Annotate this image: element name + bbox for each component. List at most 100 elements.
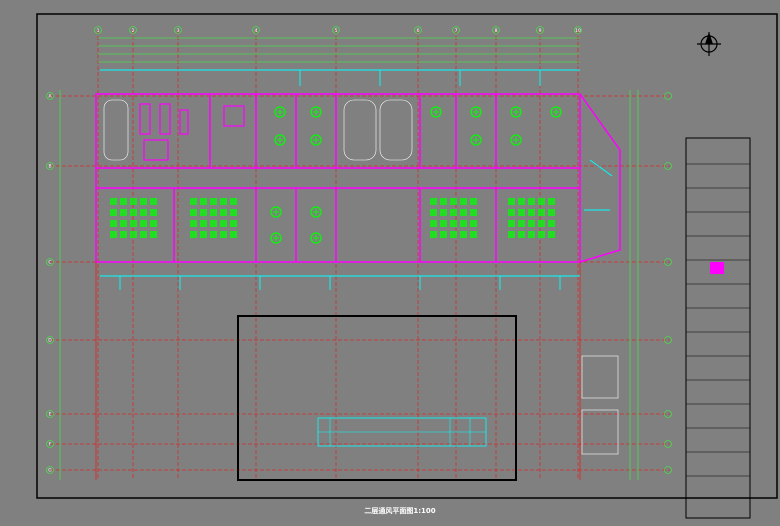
column-axis-bubble <box>414 26 422 34</box>
row-axis-label: A <box>48 94 52 100</box>
row-axis-label: F <box>49 442 52 448</box>
fan-blades <box>473 137 479 143</box>
fan-icon <box>550 106 562 118</box>
desk-cluster <box>538 220 545 227</box>
fan-ring <box>550 106 562 118</box>
column-axis-bubble <box>252 26 260 34</box>
sheet-frame <box>36 13 778 499</box>
desk-cluster <box>508 220 515 227</box>
column-axis-bubble <box>94 26 102 34</box>
courtyard-outline <box>237 315 517 481</box>
desk-cluster <box>120 220 127 227</box>
desk-cluster <box>538 231 545 238</box>
row-axis-bubble <box>664 466 672 474</box>
desk-cluster <box>200 220 207 227</box>
row-axis-label: G <box>48 468 52 474</box>
desk-cluster <box>150 231 157 238</box>
row-axis-bubble <box>46 466 54 474</box>
fan-icon <box>430 106 442 118</box>
row-axis-bubble <box>664 162 672 170</box>
desk-cluster <box>190 198 197 205</box>
column-axis-label: 6 <box>417 28 420 34</box>
desk-cluster <box>508 231 515 238</box>
column-axis-bubble <box>574 26 582 34</box>
desk-cluster <box>120 209 127 216</box>
row-axis-bubble <box>46 336 54 344</box>
desk-cluster <box>230 220 237 227</box>
north-arrow-icon <box>697 32 721 56</box>
desk-cluster <box>538 198 545 205</box>
fan-ring <box>510 134 522 146</box>
desk-cluster <box>430 231 437 238</box>
desk-cluster <box>460 198 467 205</box>
fan-icon <box>470 106 482 118</box>
desk-cluster <box>140 220 147 227</box>
desk-cluster <box>130 220 137 227</box>
column-axis-label: 5 <box>335 28 338 34</box>
desk-cluster <box>140 231 147 238</box>
desk-cluster <box>518 231 525 238</box>
fan-ring <box>274 106 286 118</box>
fan-blades <box>277 137 283 143</box>
row-axis-bubble <box>664 410 672 418</box>
fan-blades <box>273 235 279 241</box>
desk-cluster <box>130 198 137 205</box>
desk-cluster <box>450 198 457 205</box>
desk-cluster <box>110 231 117 238</box>
desk-cluster <box>450 220 457 227</box>
row-axis-bubble <box>46 92 54 100</box>
fan-ring <box>310 106 322 118</box>
fan-icon <box>270 206 282 218</box>
fan-blades <box>313 109 319 115</box>
restroom-fixture <box>159 103 171 135</box>
fan-icon <box>274 134 286 146</box>
column-axis-label: 3 <box>177 28 180 34</box>
fan-ring <box>470 134 482 146</box>
fan-icon <box>470 134 482 146</box>
fan-blades <box>313 137 319 143</box>
sheet-title: 二层通风平面图1:100 <box>364 507 436 515</box>
column-axis-label: 10 <box>575 28 581 34</box>
restroom-fixture <box>179 109 189 135</box>
desk-cluster <box>110 198 117 205</box>
desk-cluster <box>200 198 207 205</box>
desk-cluster <box>470 231 477 238</box>
fan-ring <box>470 106 482 118</box>
desk-cluster <box>150 198 157 205</box>
desk-cluster <box>430 209 437 216</box>
row-axis-bubble <box>664 440 672 448</box>
desk-cluster <box>210 231 217 238</box>
desk-cluster <box>190 209 197 216</box>
desk-cluster <box>230 198 237 205</box>
fan-ring <box>510 106 522 118</box>
desk-cluster <box>430 198 437 205</box>
column-axis-label: 8 <box>495 28 498 34</box>
desk-cluster <box>110 209 117 216</box>
desk-cluster <box>210 220 217 227</box>
fan-ring <box>270 232 282 244</box>
desk-cluster <box>430 220 437 227</box>
fan-blades <box>313 235 319 241</box>
fan-icon <box>310 106 322 118</box>
column-axis-bubble <box>129 26 137 34</box>
desk-cluster <box>440 231 447 238</box>
desk-cluster <box>220 198 227 205</box>
row-axis-bubble <box>46 162 54 170</box>
desk-cluster <box>220 209 227 216</box>
fan-ring <box>274 134 286 146</box>
fan-icon <box>274 106 286 118</box>
desk-cluster <box>140 209 147 216</box>
desk-cluster <box>140 198 147 205</box>
row-axis-bubble <box>664 258 672 266</box>
desk-cluster <box>190 231 197 238</box>
desk-cluster <box>470 209 477 216</box>
row-axis-label: C <box>48 260 51 266</box>
title-block-rows <box>686 163 750 477</box>
fan-blades <box>273 209 279 215</box>
fan-blades <box>513 137 519 143</box>
row-axis-label: D <box>48 338 52 344</box>
column-axis-bubble <box>174 26 182 34</box>
row-axis-bubble <box>664 92 672 100</box>
restroom-fixture <box>143 139 169 161</box>
desk-cluster <box>200 209 207 216</box>
